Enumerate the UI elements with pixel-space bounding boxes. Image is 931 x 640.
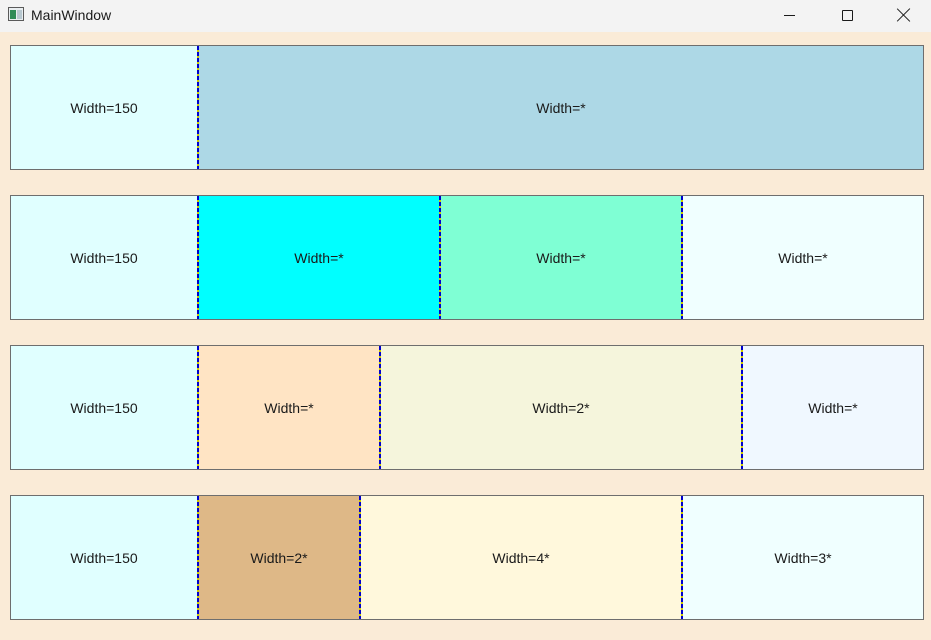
grid-splitter[interactable] xyxy=(681,496,683,619)
maximize-icon xyxy=(841,9,853,21)
grid-splitter[interactable] xyxy=(197,196,199,319)
grid-cell: Width=3* xyxy=(683,496,923,619)
cell-label: Width=2* xyxy=(250,549,308,566)
cell-label: Width=150 xyxy=(70,99,138,116)
minimize-icon xyxy=(783,14,795,16)
grid-splitter[interactable] xyxy=(741,346,743,469)
cell-label: Width=2* xyxy=(532,399,590,416)
app-window-icon xyxy=(8,7,24,21)
grid-splitter[interactable] xyxy=(197,496,199,619)
grid-row-2: Width=150 Width=* Width=* Width=* xyxy=(10,195,924,320)
grid-cell: Width=4* xyxy=(361,496,681,619)
grid-cell: Width=2* xyxy=(199,496,359,619)
grid-cell: Width=* xyxy=(199,196,439,319)
cell-label: Width=3* xyxy=(774,549,832,566)
grid-cell: Width=* xyxy=(199,46,923,169)
window-title: MainWindow xyxy=(31,7,112,23)
grid-cell: Width=* xyxy=(743,346,923,469)
grid-cell: Width=* xyxy=(199,346,379,469)
grid-splitter[interactable] xyxy=(359,496,361,619)
cell-label: Width=* xyxy=(294,249,344,266)
grid-splitter[interactable] xyxy=(439,196,441,319)
grid-cell: Width=150 xyxy=(11,496,197,619)
cell-label: Width=* xyxy=(808,399,858,416)
cell-label: Width=* xyxy=(778,249,828,266)
grid-cell: Width=* xyxy=(683,196,923,319)
grid-splitter[interactable] xyxy=(197,46,199,169)
minimize-button[interactable] xyxy=(760,0,818,30)
grid-cell: Width=2* xyxy=(381,346,741,469)
close-icon xyxy=(897,8,911,22)
grid-splitter[interactable] xyxy=(681,196,683,319)
grid-row-1: Width=150 Width=* xyxy=(10,45,924,170)
grid-cell: Width=150 xyxy=(11,196,197,319)
cell-label: Width=150 xyxy=(70,399,138,416)
grid-splitter[interactable] xyxy=(197,346,199,469)
close-button[interactable] xyxy=(876,0,931,30)
maximize-button[interactable] xyxy=(818,0,876,30)
title-bar[interactable]: MainWindow xyxy=(0,0,931,32)
cell-label: Width=150 xyxy=(70,549,138,566)
cell-label: Width=* xyxy=(536,249,586,266)
grid-cell: Width=150 xyxy=(11,346,197,469)
grid-cell: Width=150 xyxy=(11,46,197,169)
cell-label: Width=* xyxy=(264,399,314,416)
cell-label: Width=* xyxy=(536,99,586,116)
grid-row-4: Width=150 Width=2* Width=4* Width=3* xyxy=(10,495,924,620)
grid-cell: Width=* xyxy=(441,196,681,319)
grid-splitter[interactable] xyxy=(379,346,381,469)
cell-label: Width=4* xyxy=(492,549,550,566)
cell-label: Width=150 xyxy=(70,249,138,266)
grid-row-3: Width=150 Width=* Width=2* Width=* xyxy=(10,345,924,470)
